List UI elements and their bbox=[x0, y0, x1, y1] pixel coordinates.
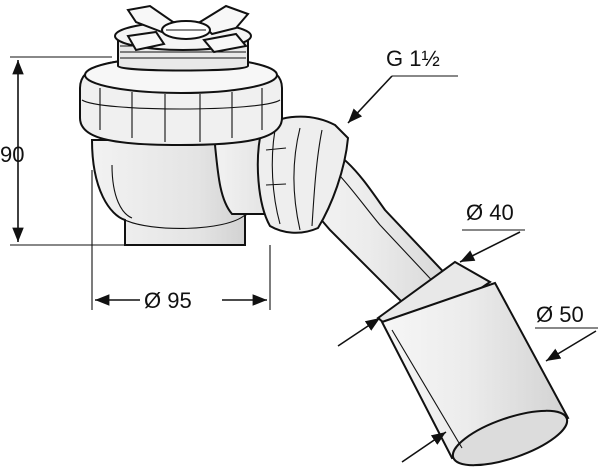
dimension-outlet-outer-label: Ø 50 bbox=[536, 302, 584, 327]
outlet-end-pipe bbox=[380, 281, 570, 467]
dimension-outlet-inner-label: Ø 40 bbox=[466, 200, 514, 225]
cross-grip bbox=[126, 4, 250, 54]
dimension-thread bbox=[347, 75, 458, 124]
dimension-outlet-outer bbox=[401, 327, 598, 463]
dimension-body-diameter bbox=[91, 170, 271, 310]
dimension-height-label: 90 bbox=[0, 142, 24, 167]
dimension-thread-label: G 1½ bbox=[386, 46, 440, 71]
dimension-height bbox=[10, 56, 128, 246]
dimension-outlet-inner bbox=[337, 229, 525, 347]
dimension-body-diameter-label: Ø 95 bbox=[144, 288, 192, 313]
union-nut bbox=[256, 115, 350, 234]
